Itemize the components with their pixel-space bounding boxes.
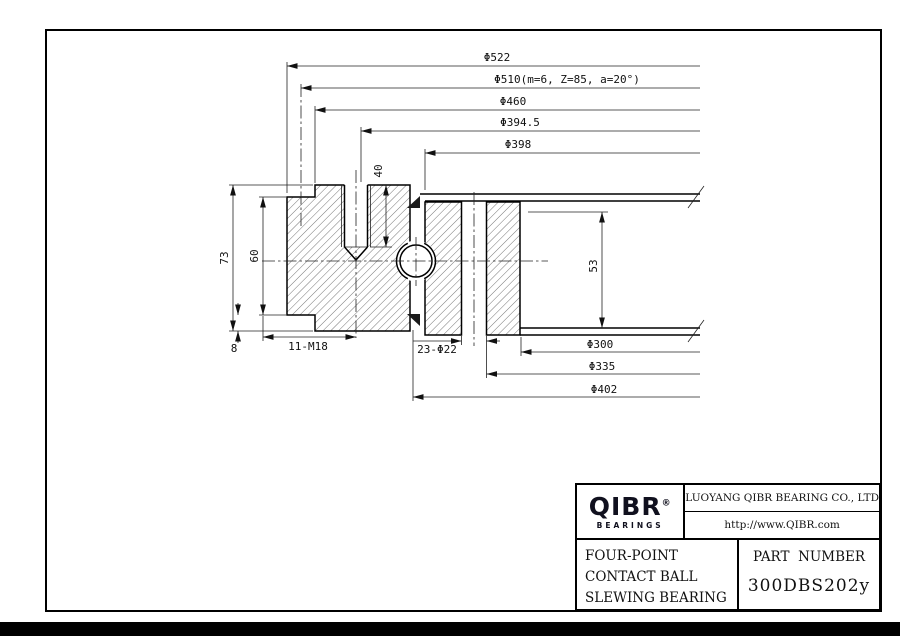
dimension-ring-height: 53 bbox=[528, 211, 608, 328]
dim-d398: Φ398 bbox=[505, 138, 532, 151]
dim-bore: Φ300 bbox=[587, 338, 614, 351]
product-line-1: FOUR-POINT bbox=[585, 548, 678, 564]
dim-d460: Φ460 bbox=[500, 95, 527, 108]
dim-outer-ring-height: 53 bbox=[587, 259, 600, 272]
dim-gear-pitch: Φ510(m=6, Z=85, a=20°) bbox=[494, 73, 640, 86]
part-number-label: PART NUMBER bbox=[752, 549, 866, 565]
logo-text: QIBR bbox=[588, 491, 662, 521]
logo-wordmark: QIBR® bbox=[589, 494, 672, 519]
dim-hole-depth: 40 bbox=[372, 164, 385, 177]
centerlines bbox=[262, 84, 548, 346]
product-line-3: SLEWING BEARING bbox=[585, 589, 727, 606]
dim-d335: Φ335 bbox=[589, 360, 616, 373]
company-name: LUOYANG QIBR BEARING CO., LTD bbox=[685, 485, 879, 512]
dim-total-height: 73 bbox=[218, 251, 231, 264]
ring-elevation-lines bbox=[420, 185, 705, 343]
company-cell: LUOYANG QIBR BEARING CO., LTD http://www… bbox=[685, 485, 879, 538]
dim-gear-height: 60 bbox=[248, 249, 261, 262]
product-name: FOUR-POINT CONTACT BALL SLEWING BEARING bbox=[577, 540, 739, 609]
bottom-black-bar bbox=[0, 622, 900, 636]
part-number-cell: PART NUMBER 300DBS202y bbox=[739, 540, 879, 609]
dimension-bolt-depth: 40 bbox=[370, 164, 392, 248]
outer-ring-section bbox=[424, 201, 521, 336]
dimensions-top: Φ522 Φ510(m=6, Z=85, a=20°) Φ460 Φ394.5 … bbox=[286, 51, 700, 193]
dim-d402: Φ402 bbox=[591, 383, 618, 396]
logo-subtext: BEARINGS bbox=[596, 520, 664, 530]
dimensions-left: 73 60 8 bbox=[218, 184, 313, 355]
dimensions-bottom: 11-M18 23-Φ22 Φ300 Φ335 Φ402 bbox=[263, 330, 700, 401]
part-number-value: 300DBS202y bbox=[747, 576, 871, 596]
dim-outside-diameter: Φ522 bbox=[484, 51, 511, 64]
title-block-bottom-row: FOUR-POINT CONTACT BALL SLEWING BEARING … bbox=[577, 540, 879, 609]
inner-ring-section bbox=[286, 184, 411, 332]
title-block: QIBR® BEARINGS LUOYANG QIBR BEARING CO.,… bbox=[575, 483, 881, 611]
title-block-header-row: QIBR® BEARINGS LUOYANG QIBR BEARING CO.,… bbox=[577, 485, 879, 540]
company-website: http://www.QIBR.com bbox=[724, 519, 840, 531]
dim-step-height: 8 bbox=[231, 342, 238, 355]
product-line-2: CONTACT BALL bbox=[585, 568, 698, 585]
dim-d394: Φ394.5 bbox=[500, 116, 540, 129]
qibr-logo: QIBR® BEARINGS bbox=[577, 485, 686, 538]
seal-sections bbox=[407, 196, 420, 326]
drawing-border bbox=[45, 29, 882, 612]
callout-through-holes: 23-Φ22 bbox=[417, 343, 457, 356]
registered-trademark-icon: ® bbox=[661, 498, 672, 509]
callout-bolt-holes: 11-M18 bbox=[288, 340, 328, 353]
